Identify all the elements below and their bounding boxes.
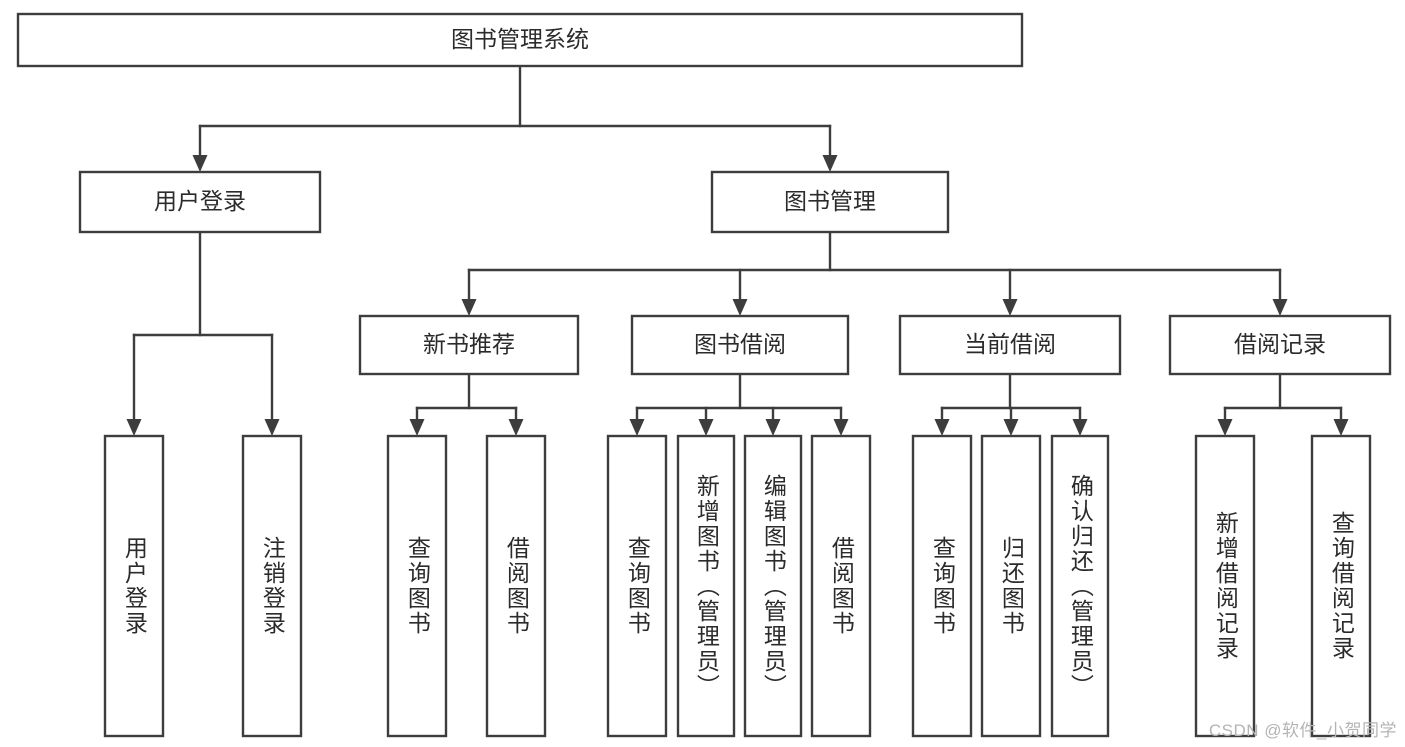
arrow-head-icon [765, 419, 781, 436]
arrow-head-icon [1272, 299, 1288, 316]
node-leaf-logout[interactable] [241, 434, 303, 738]
arrow-head-icon [629, 419, 645, 436]
csdn-watermark: CSDN @软件_小贺同学 [1208, 721, 1397, 740]
node-leaf-query-book-1[interactable] [386, 434, 448, 738]
node-new-book-recommend[interactable] [358, 314, 580, 376]
arrow-head-icon [461, 299, 477, 316]
connectors-layer [126, 64, 1349, 436]
node-leaf-borrow-book-2[interactable] [810, 434, 872, 738]
node-leaf-query-book-3[interactable] [911, 434, 973, 738]
arrow-head-icon [822, 155, 838, 172]
node-leaf-confirm-return[interactable] [1050, 434, 1110, 738]
node-leaf-add-borrow-record[interactable] [1194, 434, 1256, 738]
node-current-borrow-label: 当前借阅 [964, 331, 1056, 357]
node-book-management[interactable] [710, 170, 950, 234]
arrow-head-icon [508, 419, 524, 436]
boxes-layer [16, 12, 1392, 738]
node-leaf-edit-book[interactable] [743, 434, 803, 738]
arrow-head-icon [264, 419, 280, 436]
node-system-title[interactable] [16, 12, 1024, 68]
arrow-head-icon [409, 419, 425, 436]
arrow-head-icon [732, 299, 748, 316]
node-user-login-label: 用户登录 [154, 188, 246, 214]
arrow-head-icon [1217, 419, 1233, 436]
node-book-borrow-label: 图书借阅 [694, 331, 786, 357]
arrow-head-icon [1333, 419, 1349, 436]
node-leaf-query-borrow-record[interactable] [1310, 434, 1372, 738]
node-book-borrow[interactable] [630, 314, 850, 376]
node-system-title-label: 图书管理系统 [451, 26, 589, 52]
node-borrow-record[interactable] [1168, 314, 1392, 376]
node-current-borrow[interactable] [898, 314, 1122, 376]
node-leaf-return-book[interactable] [980, 434, 1042, 738]
node-new-book-recommend-label: 新书推荐 [423, 331, 515, 357]
arrow-head-icon [934, 419, 950, 436]
node-book-management-label: 图书管理 [784, 188, 876, 214]
arrow-head-icon [833, 419, 849, 436]
node-leaf-query-book-2[interactable] [606, 434, 668, 738]
node-borrow-record-label: 借阅记录 [1234, 331, 1326, 357]
arrow-head-icon [1002, 299, 1018, 316]
node-leaf-user-login[interactable] [103, 434, 165, 738]
node-leaf-borrow-book-1[interactable] [485, 434, 547, 738]
arrow-head-icon [192, 155, 208, 172]
node-leaf-add-book[interactable] [676, 434, 736, 738]
node-user-login[interactable] [78, 170, 322, 234]
arrow-head-icon [1072, 419, 1088, 436]
arrow-head-icon [126, 419, 142, 436]
arrow-head-icon [1003, 419, 1019, 436]
arrow-head-icon [698, 419, 714, 436]
